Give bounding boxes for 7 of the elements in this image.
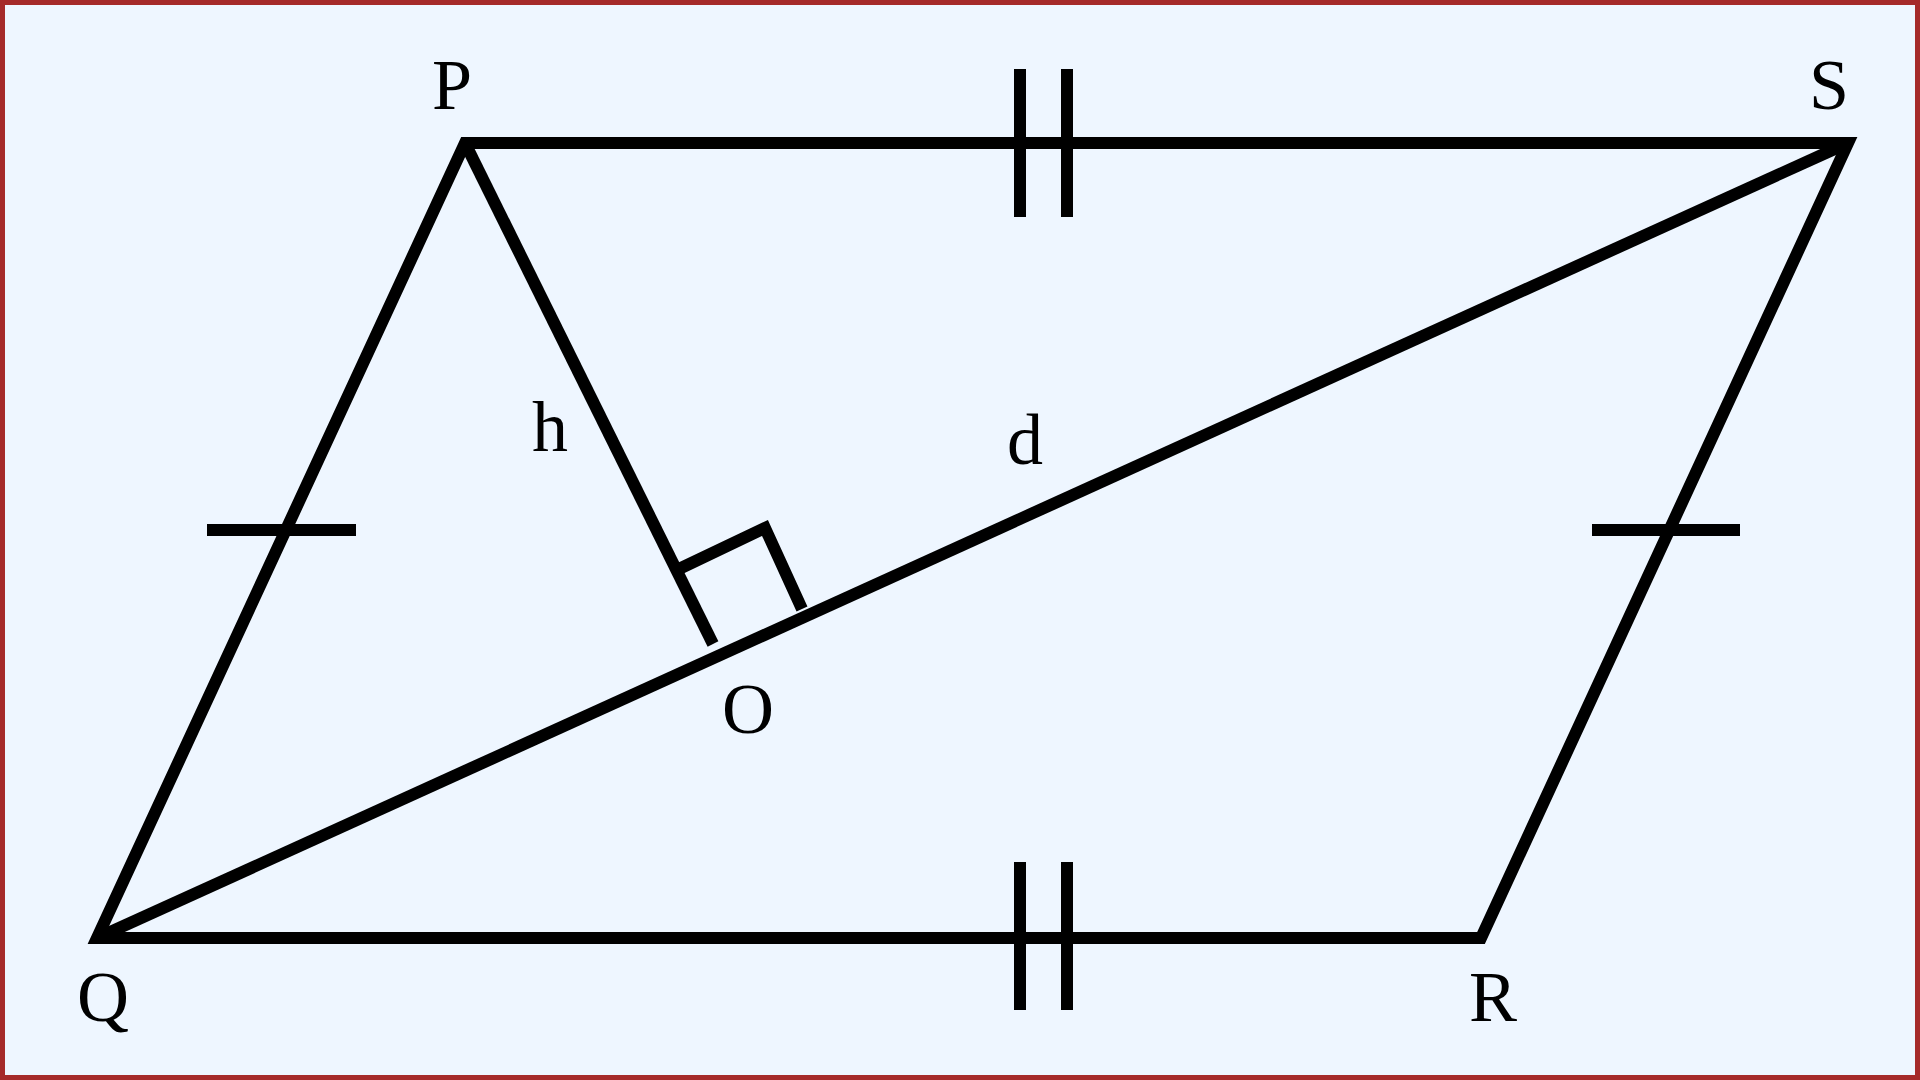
- point-label: Q: [77, 961, 129, 1033]
- point-label: R: [1469, 961, 1517, 1033]
- point-label: S: [1809, 49, 1849, 121]
- length-label: d: [1007, 404, 1043, 476]
- point-label: O: [722, 673, 774, 745]
- point-label: P: [432, 49, 472, 121]
- length-label: h: [532, 391, 568, 463]
